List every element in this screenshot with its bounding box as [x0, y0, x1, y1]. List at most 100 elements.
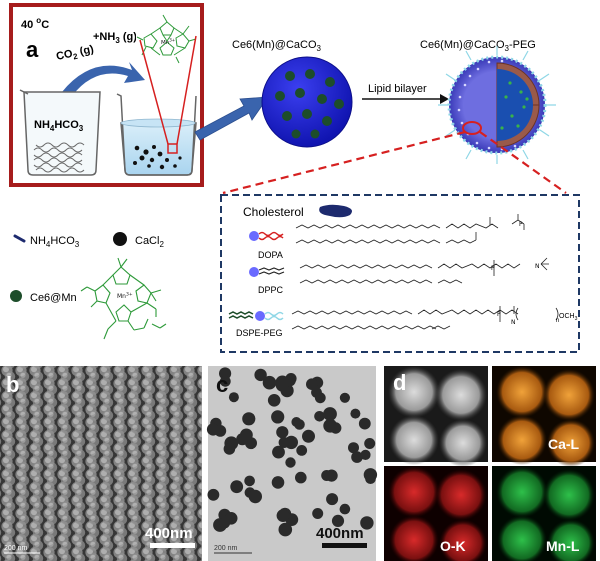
- legend-cacl2-label: CaCl2: [135, 235, 164, 249]
- panel-letter-a: a: [26, 37, 39, 62]
- dppc-structure: [299, 257, 549, 284]
- tem-instrument-text: 200 nm: [214, 545, 238, 552]
- reagent-beaker-label: NH4HCO3: [34, 119, 84, 133]
- porphyrin-inset: [136, 12, 200, 68]
- tem-particle: [278, 522, 293, 537]
- tem-particle: [331, 514, 345, 528]
- tem-particle: [240, 428, 253, 442]
- tem-particle: [323, 418, 338, 433]
- reaction-beaker: [116, 93, 197, 176]
- tem-particle: [285, 457, 296, 468]
- tem-image: [206, 366, 378, 561]
- particle1-label: Ce6(Mn)@CaCO3: [232, 39, 322, 53]
- tem-scale-bar: [322, 543, 367, 548]
- tem-particle: [295, 471, 307, 484]
- tem-particle: [306, 378, 318, 391]
- tem-particle: [207, 488, 220, 501]
- dspe-peg-structure: [291, 306, 559, 330]
- panel-letter-d: d: [393, 370, 406, 395]
- ce6-mn-metal-label: Mn3+: [117, 292, 133, 301]
- tem-particle: [323, 407, 337, 421]
- o-map-label: O-K: [440, 538, 466, 554]
- dppc-ammonium: N: [535, 263, 540, 270]
- tem-particles: [206, 367, 378, 537]
- tem-particle: [267, 394, 281, 407]
- lipid-bilayer-arrow: [362, 94, 449, 104]
- reagent-beaker: [19, 89, 101, 176]
- haadf-map: [384, 366, 488, 467]
- peg-repeat-label: n: [556, 318, 559, 324]
- tem-particle: [276, 509, 290, 522]
- lipid-bilayer-label: Lipid bilayer: [368, 83, 427, 95]
- legend-ce6mn-icon: [10, 290, 22, 302]
- tem-particle: [219, 375, 231, 387]
- tem-particle: [312, 508, 324, 519]
- dspe-peg-label: DSPE-PEG: [236, 328, 283, 338]
- tem-particle: [230, 480, 244, 494]
- tem-particle: [358, 417, 371, 430]
- panel-letter-b: b: [6, 372, 19, 397]
- dppc-label: DPPC: [258, 285, 284, 295]
- tem-particle: [223, 443, 236, 455]
- tem-particle: [360, 449, 371, 460]
- tem-particle: [296, 445, 308, 456]
- ca-map: [492, 366, 596, 467]
- tem-particle: [214, 425, 227, 437]
- tem-particle: [278, 437, 290, 448]
- cholesterol-icon: [319, 204, 352, 218]
- gas-transfer-arrow: [62, 62, 145, 96]
- porphyrin-metal-label: Mn3+: [161, 38, 175, 47]
- tem-particle: [242, 412, 256, 426]
- tem-particle: [348, 442, 359, 454]
- cholesterol-label: Cholesterol: [243, 205, 304, 219]
- dopa-structure: [295, 214, 525, 244]
- tem-particle: [339, 392, 350, 403]
- dopa-icon: [249, 231, 284, 241]
- tem-particle: [302, 429, 315, 443]
- mn-map-label: Mn-L: [546, 538, 580, 554]
- tem-particle: [360, 516, 374, 530]
- dopa-phosphate: P: [519, 221, 523, 228]
- tem-scale-label: 400nm: [316, 525, 364, 542]
- tem-particle: [276, 426, 289, 439]
- tem-particle: [271, 410, 285, 424]
- dspe-peg-icon: [228, 311, 284, 321]
- peg-tail-label: OCH3: [559, 313, 578, 322]
- dppc-phosphate: P: [491, 265, 495, 272]
- tem-particle: [326, 493, 339, 506]
- mn-map: [492, 466, 596, 561]
- tem-particle: [364, 438, 376, 449]
- sem-scale-label: 400nm: [145, 525, 193, 542]
- legend-nh4hco3-label: NH4HCO3: [30, 235, 80, 249]
- dspe-nitrogen: N: [511, 319, 516, 326]
- zoom-dashed-lines: [222, 130, 567, 195]
- tem-particle: [291, 417, 302, 427]
- tem-particle: [314, 392, 326, 404]
- tem-particle: [272, 445, 285, 459]
- tem-particle: [262, 375, 277, 390]
- arrow-to-particle: [194, 96, 269, 141]
- tem-particle: [351, 451, 363, 463]
- gas-nh3-label: +NH3 (g): [93, 31, 137, 45]
- particle2-label: Ce6(Mn)@CaCO3-PEG: [420, 39, 536, 53]
- sem-image: [0, 366, 202, 561]
- tem-particle: [244, 475, 255, 487]
- tem-particle: [350, 408, 361, 419]
- ca-map-label: Ca-L: [548, 436, 580, 452]
- dppc-icon: [249, 267, 285, 277]
- legend-ce6mn-label: Ce6@Mn: [30, 292, 77, 304]
- tem-particle: [219, 367, 232, 380]
- tem-particle: [254, 368, 267, 382]
- sem-scale-bar: [150, 543, 195, 548]
- panel-letter-c: c: [216, 372, 228, 397]
- temperature-label: 40 oC: [21, 16, 49, 31]
- sem-instrument-text: 200 nm: [4, 545, 28, 552]
- legend-cacl2-icon: [113, 232, 127, 246]
- legend-nh4hco3-icon: [13, 234, 26, 243]
- o-map: [384, 466, 488, 561]
- inset-leader-lines: [139, 35, 197, 145]
- tem-particle: [321, 470, 333, 481]
- cacO3-particle: [261, 56, 353, 148]
